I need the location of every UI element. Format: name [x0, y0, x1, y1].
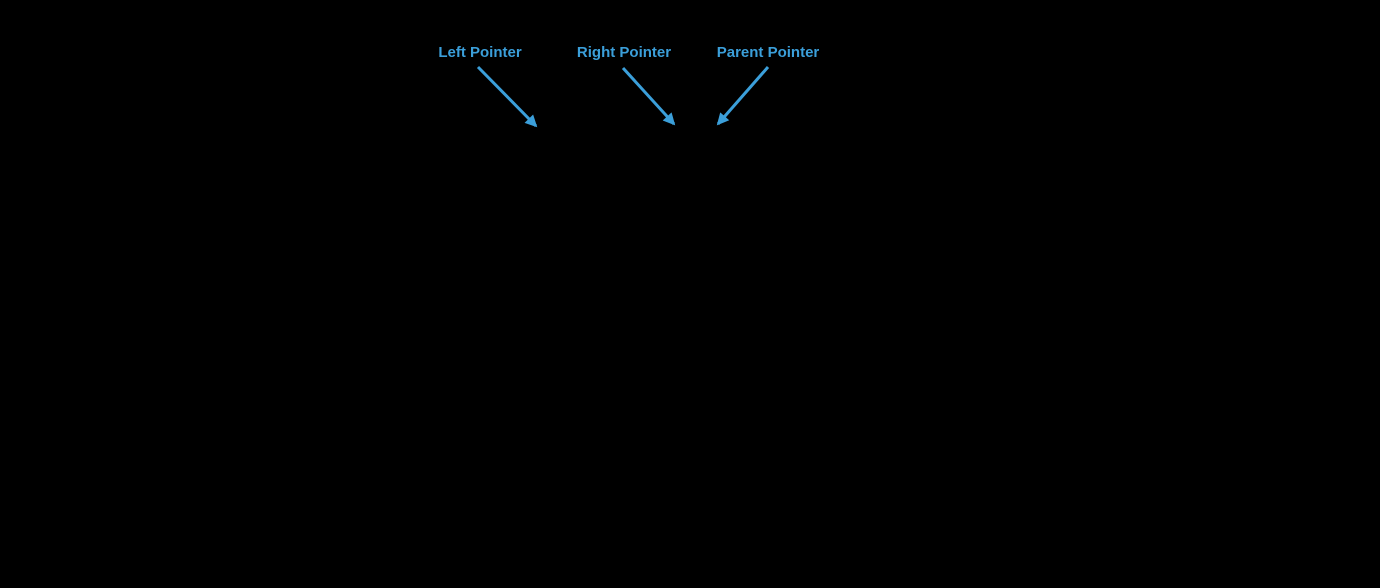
right-pointer-label: Right Pointer	[576, 44, 672, 61]
parent-pointer-arrow	[716, 66, 770, 126]
parent-pointer-label: Parent Pointer	[716, 44, 820, 61]
left-pointer-label: Left Pointer	[438, 44, 522, 61]
left-pointer-arrow	[476, 65, 538, 128]
right-pointer-arrow	[621, 66, 676, 126]
